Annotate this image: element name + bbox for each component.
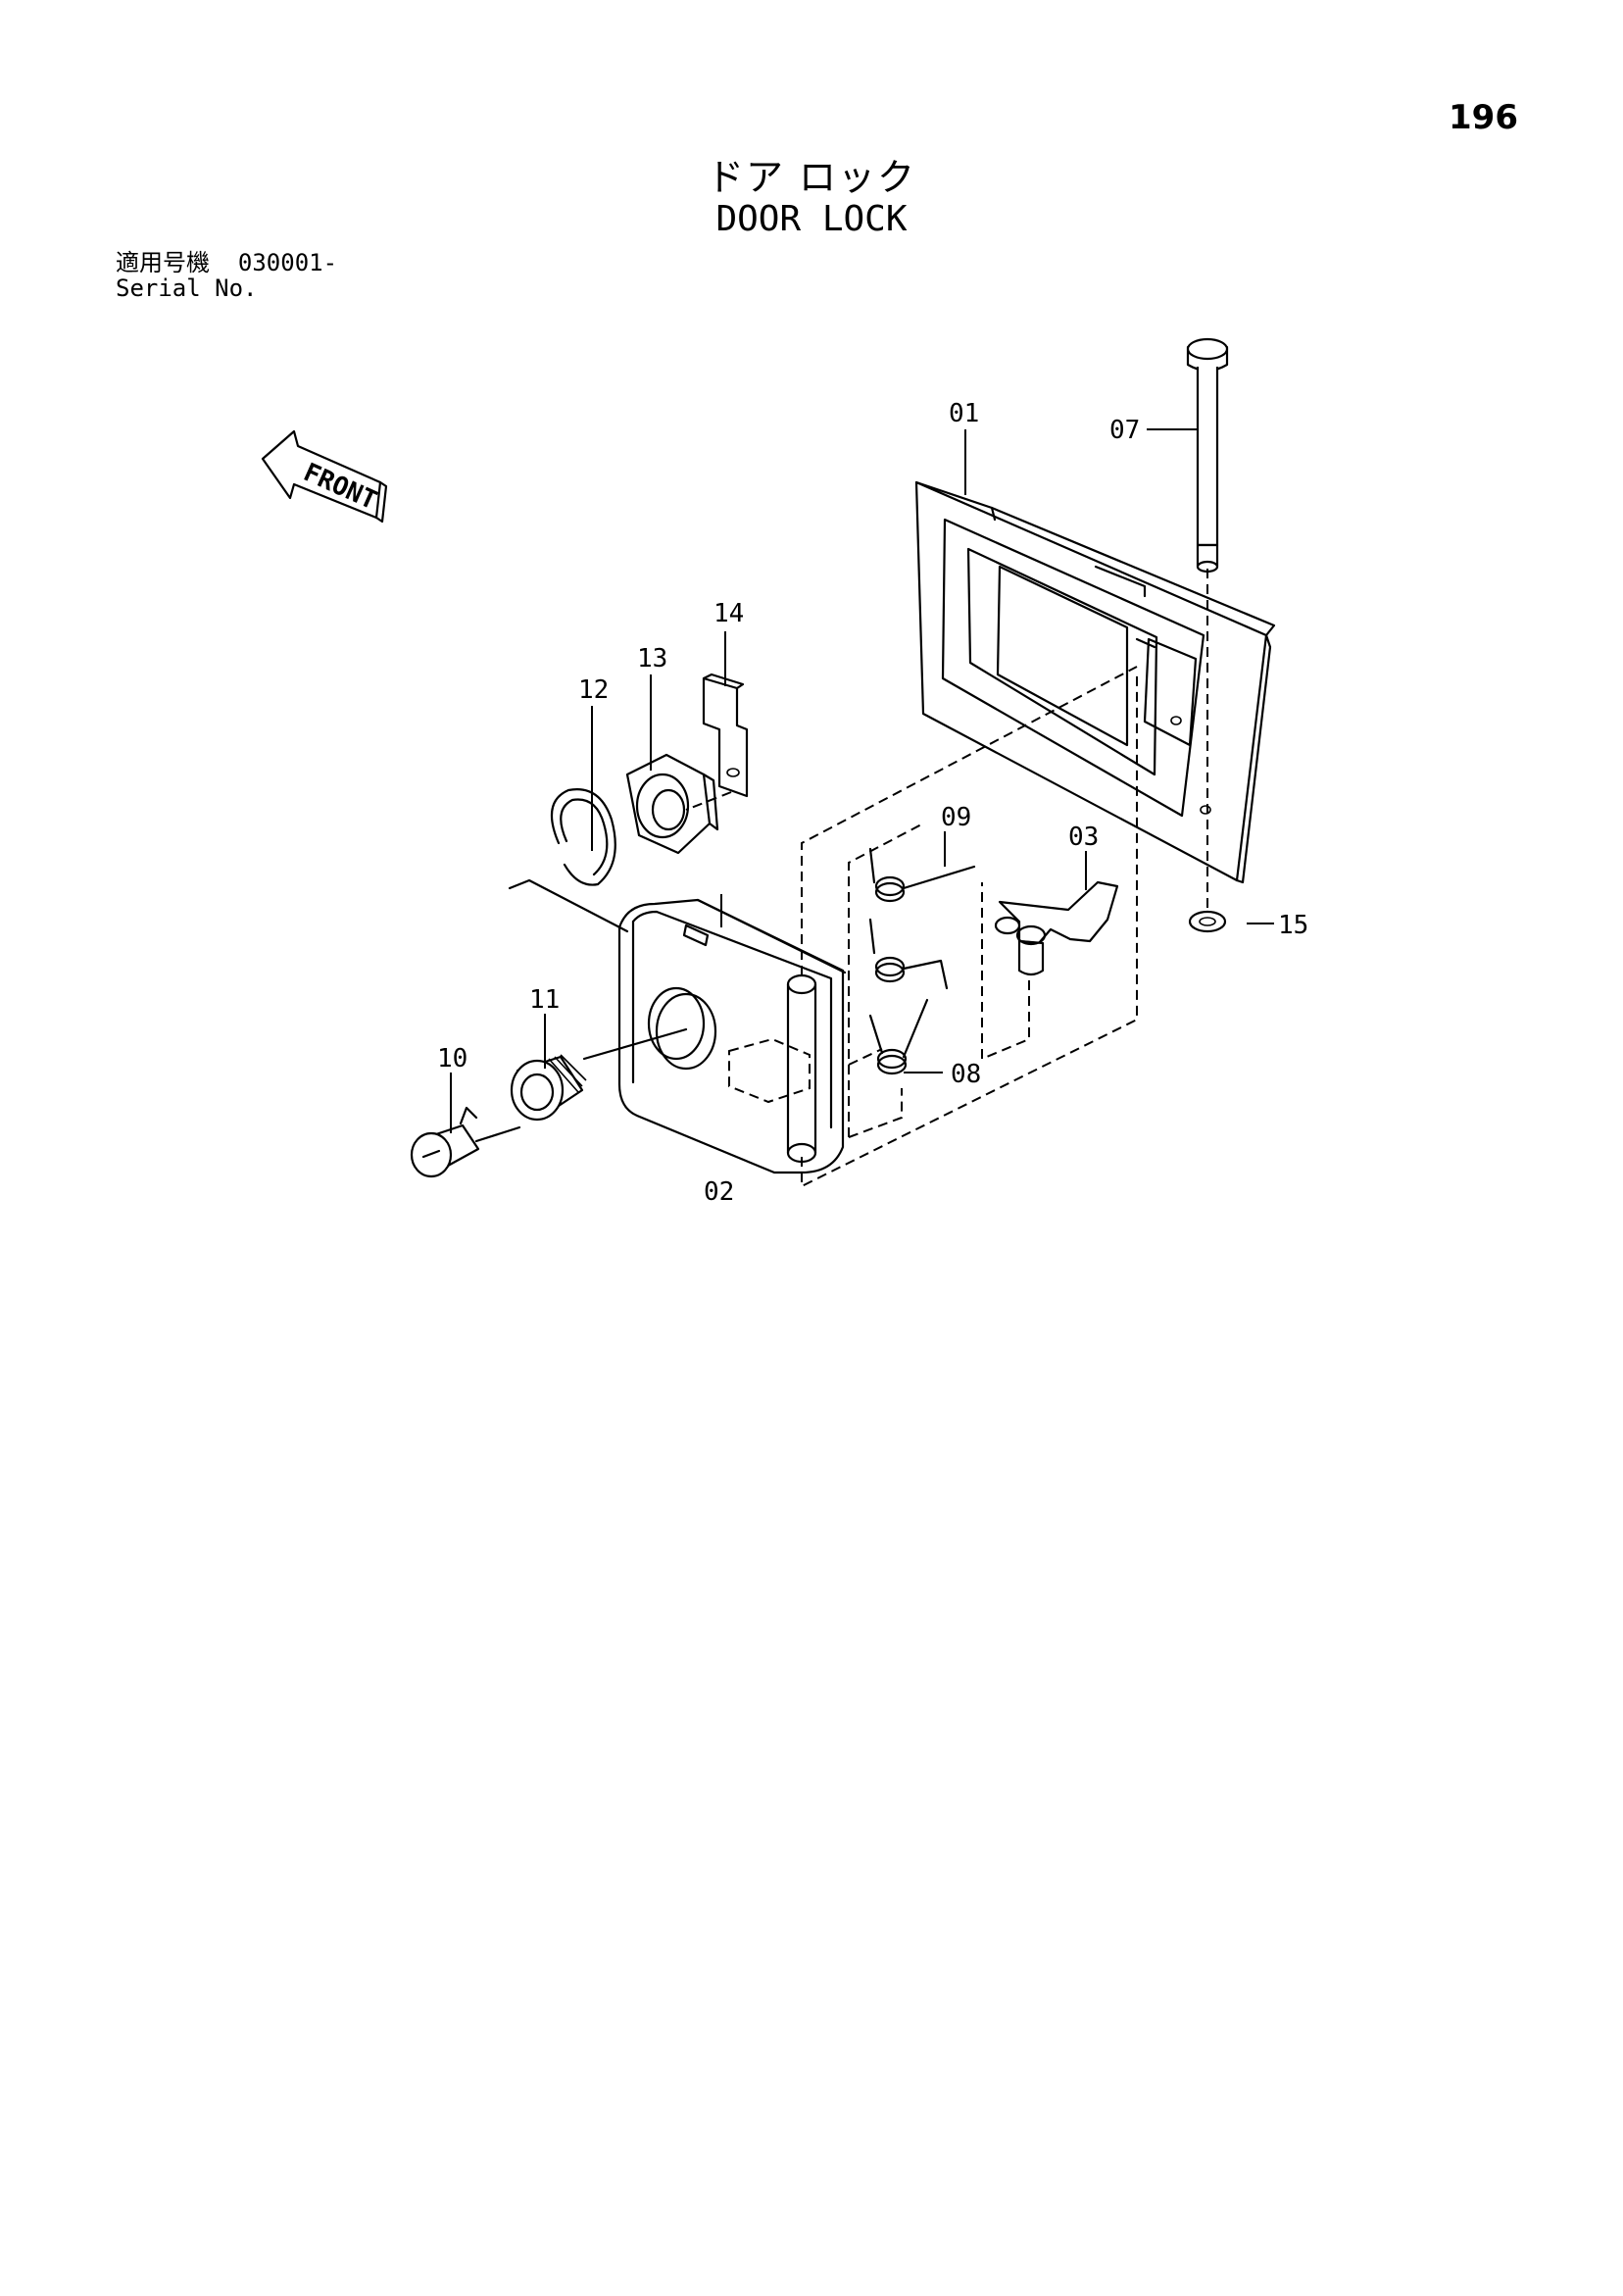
label-part-08: 08 xyxy=(951,1060,981,1089)
label-part-14: 14 xyxy=(713,599,744,628)
serial-row-jp: 適用号機 030001- xyxy=(116,250,337,275)
part-01-housing xyxy=(914,480,1276,884)
label-part-07: 07 xyxy=(1109,416,1140,445)
part-14-plate xyxy=(702,673,749,798)
part-13-nut xyxy=(625,753,719,855)
part-number-labels: 01 02 03 07 08 09 10 11 12 13 14 15 xyxy=(437,399,1308,1207)
title-english: DOOR LOCK xyxy=(715,199,908,239)
part-09-spring xyxy=(868,847,976,903)
label-part-02: 02 xyxy=(704,1177,734,1207)
part-15-clip xyxy=(1188,910,1227,933)
label-part-12: 12 xyxy=(578,675,609,705)
label-part-11: 11 xyxy=(529,985,560,1015)
label-part-09: 09 xyxy=(941,803,971,832)
part-09-spring-2 xyxy=(868,918,949,990)
front-arrow-icon: FRONT xyxy=(261,429,388,524)
part-12-snap-ring xyxy=(550,788,616,886)
label-part-13: 13 xyxy=(637,644,667,674)
label-part-01: 01 xyxy=(949,399,979,428)
label-part-03: 03 xyxy=(1068,823,1099,852)
serial-label-en: Serial No. xyxy=(116,275,258,302)
leader-lines xyxy=(450,428,1274,1133)
title-japanese: ドア ロック xyxy=(706,156,917,199)
label-part-15: 15 xyxy=(1278,911,1308,940)
label-part-10: 10 xyxy=(437,1044,467,1073)
part-02-lock-body xyxy=(617,898,847,1174)
page-number: 196 xyxy=(1449,98,1518,137)
part-03-latch xyxy=(994,880,1119,976)
serial-value: 030001- xyxy=(237,249,338,276)
part-08-spring xyxy=(868,998,929,1075)
assembly-lines xyxy=(474,569,1208,1188)
serial-label-jp: 適用号機 xyxy=(116,249,210,276)
front-label: FRONT xyxy=(299,458,381,516)
part-10-key-cylinder xyxy=(410,1106,480,1178)
part-11-bushing xyxy=(510,1054,587,1122)
part-07-pin xyxy=(1186,337,1229,574)
serial-info: 適用号機 030001- Serial No. xyxy=(116,250,337,301)
